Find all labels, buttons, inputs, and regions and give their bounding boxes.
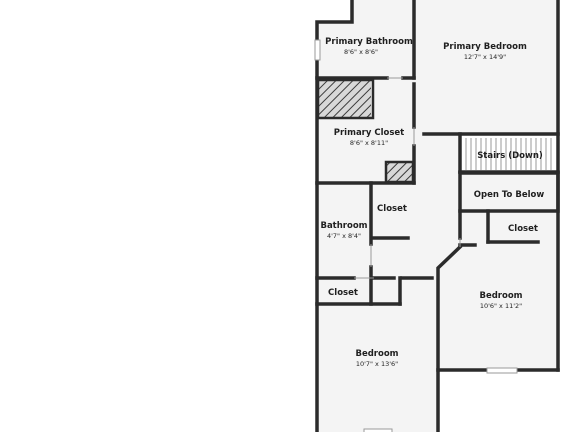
room-dimensions: 4'7" x 8'4" <box>327 232 361 240</box>
room-label: Primary Bathroom <box>325 37 413 47</box>
room-label-closet-mid: Closet <box>377 204 407 214</box>
stair-treads <box>461 136 557 172</box>
walls <box>315 0 560 432</box>
room-dimensions: 8'6" x 8'6" <box>344 48 378 56</box>
room-primary-closet: Primary Closet 8'6" x 8'11" <box>334 128 405 147</box>
built-in-shelf-lower <box>387 163 412 181</box>
room-label: Bedroom <box>355 349 398 359</box>
room-label: Bathroom <box>320 221 367 231</box>
floor-fill <box>317 0 558 432</box>
room-dimensions: 12'7" x 14'9" <box>464 53 506 61</box>
room-bedroom-right: Bedroom 10'6" x 11'2" <box>479 291 522 310</box>
room-dimensions: 10'7" x 13'6" <box>356 360 398 368</box>
built-in-shelf-upper <box>319 81 371 117</box>
room-label-stairs: Stairs (Down) <box>477 151 543 161</box>
room-label-closet-left: Closet <box>328 288 358 298</box>
room-label: Primary Bedroom <box>443 42 527 52</box>
room-primary-bathroom: Primary Bathroom 8'6" x 8'6" <box>325 37 413 56</box>
room-dimensions: 8'6" x 8'11" <box>350 139 388 147</box>
room-bedroom-bottom: Bedroom 10'7" x 13'6" <box>355 349 398 368</box>
room-dimensions: 10'6" x 11'2" <box>480 302 522 310</box>
room-label: Primary Closet <box>334 128 405 138</box>
room-primary-bedroom: Primary Bedroom 12'7" x 14'9" <box>443 42 527 61</box>
room-label: Bedroom <box>479 291 522 301</box>
windows <box>314 39 518 432</box>
room-label-closet-right: Closet <box>508 224 538 234</box>
room-bathroom: Bathroom 4'7" x 8'4" <box>320 221 367 240</box>
room-label-open-to-below: Open To Below <box>474 190 545 200</box>
door-openings <box>354 77 461 279</box>
